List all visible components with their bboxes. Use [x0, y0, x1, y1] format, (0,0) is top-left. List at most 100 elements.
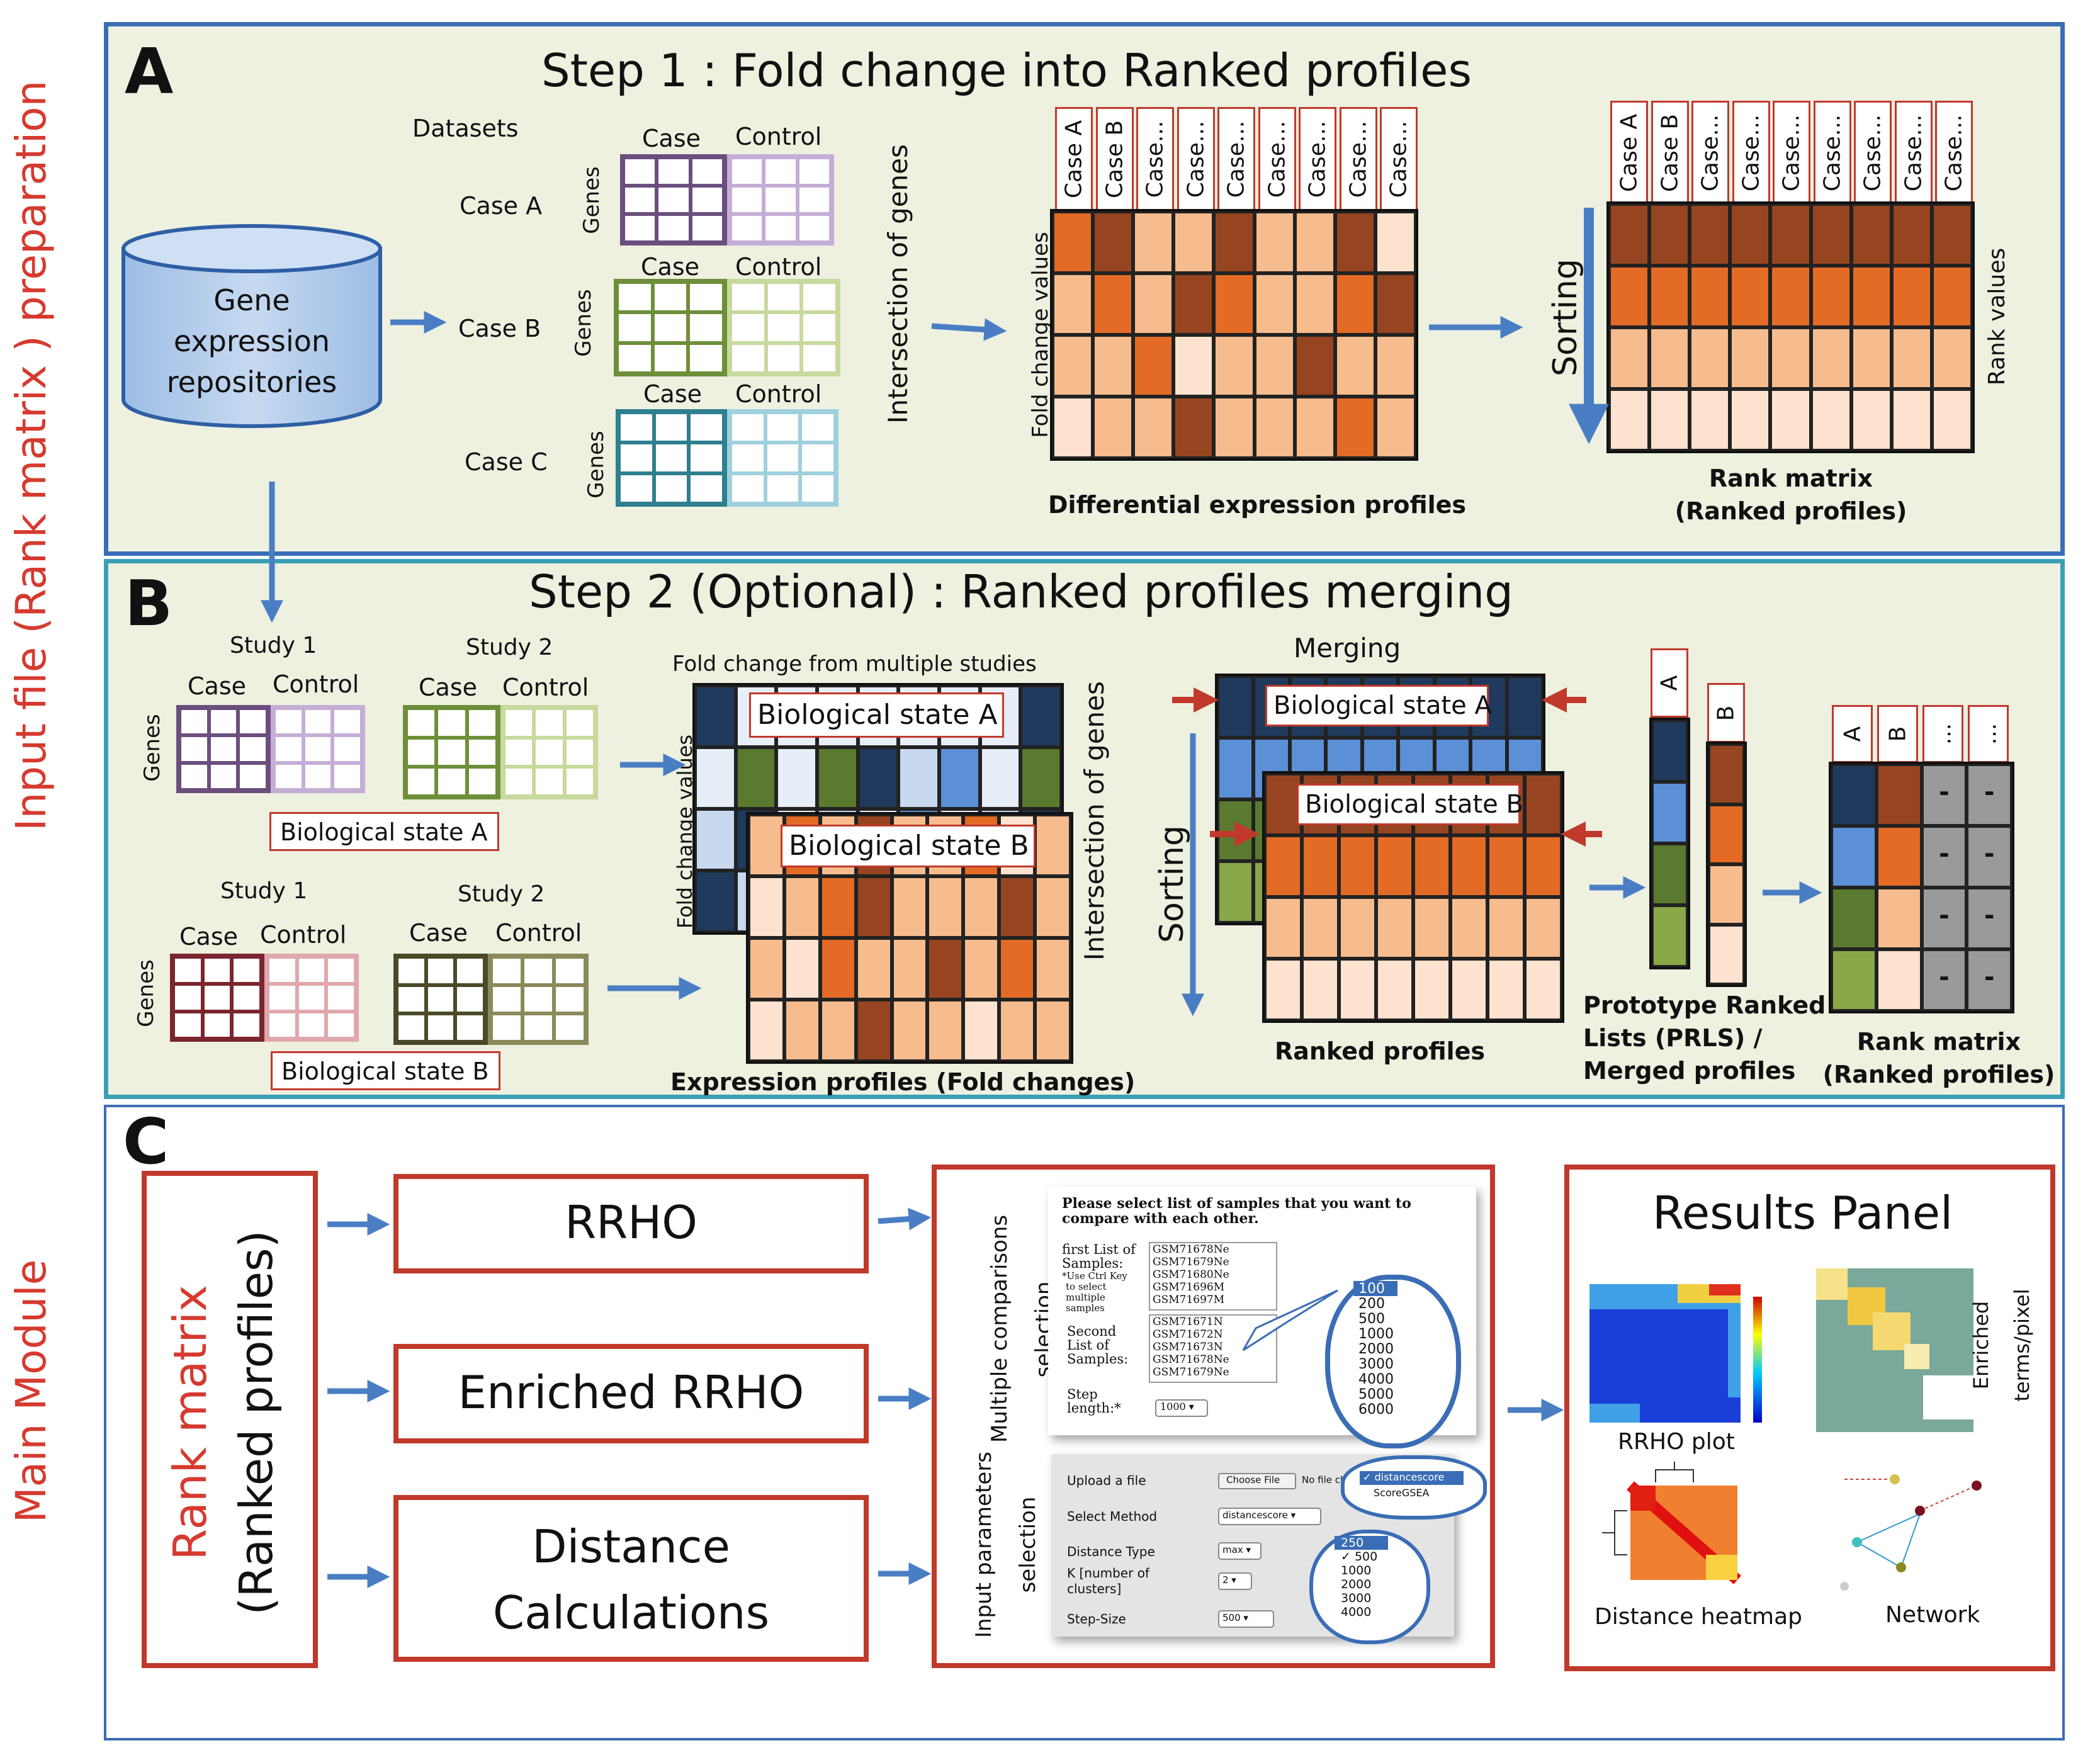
prls-header-b: B — [1707, 683, 1745, 743]
form2-row-2: Select Method — [1067, 1509, 1158, 1524]
dropdown-option[interactable]: 200 — [1358, 1296, 1385, 1312]
form1-second-list[interactable] — [1149, 1314, 1277, 1383]
dropdown-option[interactable]: 4000 — [1358, 1372, 1394, 1387]
fc-b-cell — [927, 938, 964, 1000]
fc-b-cell — [927, 1000, 964, 1061]
dataset-grid-cell — [210, 710, 237, 734]
fc-b-cell — [1035, 938, 1071, 1000]
network-thumbnail — [1840, 1474, 1982, 1591]
form1-second-item-2: GSM71672N — [1153, 1328, 1223, 1341]
distance-method-line-2: Calculations — [492, 1586, 770, 1639]
diff-expr-cell — [1173, 397, 1214, 458]
dropdown-option[interactable]: 4000 — [1341, 1605, 1372, 1619]
distance-heatmap-thumbnail — [1602, 1462, 1741, 1584]
merged-b-cell — [1450, 959, 1488, 1020]
dataset-grid-cell — [269, 959, 295, 983]
rank-caption-b-2: (Ranked profiles) — [1822, 1061, 2055, 1088]
merged-b-cell — [1339, 835, 1376, 897]
rank-cell — [1770, 327, 1811, 389]
dropdown-option[interactable]: 6000 — [1358, 1402, 1394, 1418]
merged-state-b-box — [1297, 784, 1520, 825]
merged-b-cell — [1302, 897, 1339, 959]
repository-line-1: Gene — [213, 283, 290, 317]
expr-caption: Expression profiles (Fold changes) — [670, 1068, 1136, 1096]
dropdown-option[interactable]: ✓ 500 — [1341, 1550, 1378, 1564]
b-study2-top: Study 2 — [466, 635, 553, 660]
dataset-grid-cell — [493, 1015, 521, 1040]
method-option-2[interactable]: ScoreGSEA — [1374, 1487, 1430, 1499]
rank-b-cell — [1876, 949, 1922, 1011]
rrho-method-box[interactable] — [393, 1174, 869, 1273]
fc-b-cell — [927, 876, 964, 938]
form1-step-select[interactable] — [1155, 1399, 1208, 1417]
rank-cell — [1810, 327, 1851, 389]
column-header: ... — [1922, 705, 1963, 763]
dataset-grid-cell — [438, 710, 465, 736]
method-select[interactable] — [1218, 1508, 1321, 1525]
fc-b-cell — [748, 938, 784, 1000]
dataset-grid-cell — [654, 284, 687, 311]
dropdown-option[interactable]: 1000 — [1358, 1326, 1394, 1342]
step-size-select[interactable] — [1218, 1610, 1274, 1628]
dataset-grid-cell — [234, 1013, 259, 1037]
distance-method-box[interactable] — [393, 1495, 869, 1662]
dropdown-option[interactable]: 500 — [1358, 1311, 1385, 1327]
dropdown-option[interactable]: 5000 — [1358, 1387, 1394, 1402]
b-genes-label-1: Genes — [140, 714, 165, 782]
fc-b-cell — [891, 1000, 928, 1061]
merged-b-cell — [1376, 897, 1413, 959]
dataset-grid-cell — [765, 216, 796, 240]
rank-cell — [1609, 389, 1650, 451]
dataset-grid-cell — [181, 710, 207, 734]
column-header-text: Case... — [1223, 120, 1250, 198]
ds-a-case-header: Case — [642, 125, 701, 152]
dropdown-option[interactable]: 3000 — [1358, 1357, 1394, 1372]
dropdown-option[interactable]: 250 — [1341, 1536, 1364, 1550]
dataset-grid-cell — [468, 769, 495, 794]
dataset-grid-cell — [691, 444, 722, 471]
dataset-grid-cell — [298, 959, 325, 983]
dataset-grid-cell — [234, 986, 259, 1010]
rank-cell — [1770, 389, 1811, 451]
b-state-b-study1-case — [170, 954, 264, 1042]
k-select[interactable] — [1218, 1572, 1252, 1590]
rank-cell — [1851, 389, 1892, 451]
method-option-1[interactable]: ✓ distancescore — [1363, 1471, 1445, 1483]
dropdown-option[interactable]: 1000 — [1341, 1564, 1372, 1577]
form1-first-list[interactable] — [1149, 1242, 1277, 1311]
rank-cell — [1810, 204, 1851, 266]
prls-column-b — [1706, 742, 1747, 987]
dataset-grid-cell — [767, 314, 800, 341]
diff-expr-cell — [1053, 212, 1093, 273]
prls-b-cell — [1708, 864, 1744, 925]
dataset-grid-cell — [556, 1015, 584, 1040]
fc-a-cell — [695, 685, 736, 747]
dataset-grid-cell — [658, 216, 689, 240]
dataset-grid-cell — [398, 1015, 424, 1040]
dataset-grid-cell — [619, 314, 651, 341]
fc-b-cell — [999, 938, 1036, 1000]
merged-state-a-text: Biological state A — [1273, 691, 1492, 720]
dataset-grid-cell — [658, 188, 689, 212]
dataset-b-control-grid — [727, 279, 840, 376]
rank-cell — [1931, 327, 1972, 389]
b-state-a-box — [269, 812, 499, 851]
dropdown-option[interactable]: 3000 — [1341, 1591, 1372, 1605]
dataset-grid-cell — [566, 710, 593, 736]
merged-a-cell — [1506, 676, 1543, 738]
rank-b-dash: - — [1984, 777, 1995, 807]
enriched-rrho-method-box[interactable] — [393, 1344, 869, 1443]
rank-cell — [1851, 204, 1892, 266]
dataset-grid-cell — [457, 959, 483, 983]
dropdown-option[interactable]: 2000 — [1341, 1577, 1372, 1591]
distance-type-select[interactable] — [1218, 1542, 1262, 1560]
choose-file-button[interactable] — [1218, 1473, 1296, 1489]
dropdown-option[interactable]: 100 — [1358, 1281, 1385, 1297]
dataset-grid-cell — [625, 188, 655, 212]
enriched-label-1: Enriched — [1969, 1300, 1993, 1390]
dataset-a-case-grid — [620, 154, 727, 245]
dropdown-option[interactable]: 2000 — [1358, 1341, 1394, 1357]
panel-a-title: Step 1 : Fold change into Ranked profile… — [541, 44, 1472, 97]
network-caption: Network — [1885, 1602, 1980, 1628]
fc-a-cell — [735, 747, 777, 809]
